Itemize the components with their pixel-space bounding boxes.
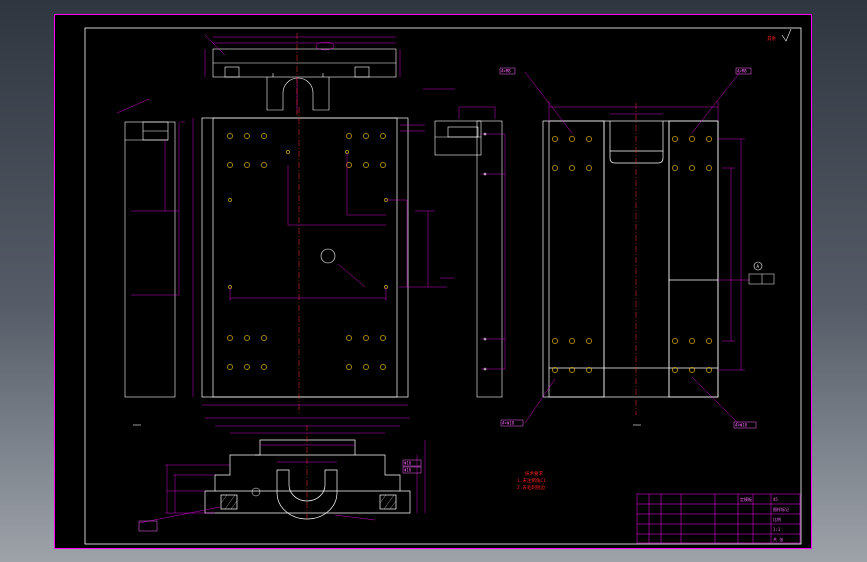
technical-note: 技术要求 1.未注倒角C1 2.去毛刺锐边	[517, 470, 546, 491]
bottom-section-view	[204, 439, 411, 520]
left-side-dims	[116, 98, 185, 296]
title-block-scale-label: 比例	[773, 516, 781, 522]
right-front-dims	[524, 71, 750, 426]
title-block-name: 定模板	[740, 496, 752, 502]
callout-2: 4×M8	[737, 69, 747, 74]
main-plan-holes	[227, 133, 388, 370]
title-block	[636, 493, 801, 544]
main-plan-dims	[192, 118, 454, 406]
bottom-section-dims	[138, 417, 426, 524]
tech-note-title: 技术要求	[525, 470, 543, 477]
callout-6: Φ16	[404, 468, 412, 473]
bottom-section-bore	[251, 487, 261, 497]
bottom-left-label	[138, 520, 158, 532]
title-block-mark: 图样标记	[773, 506, 789, 512]
corner-mark-text: 其余	[767, 35, 776, 42]
callout-4: 4×Φ10	[735, 423, 748, 428]
callout-boxes	[402, 67, 757, 474]
datum-letter: A	[757, 264, 760, 269]
callout-3: 4×Φ10	[502, 421, 515, 426]
top-plate-dims	[204, 34, 401, 113]
drawing-sheet: 其余	[54, 14, 812, 549]
main-plan-view	[201, 117, 409, 398]
tech-note-line-2: 2.去毛刺锐边	[517, 484, 545, 491]
datum-symbol: A	[748, 261, 775, 285]
inner-border	[84, 27, 802, 545]
middle-side-dims	[423, 88, 506, 370]
corner-roughness-mark: 其余	[767, 28, 792, 42]
main-plan-center-bore	[320, 248, 336, 264]
cad-drawing: 其余	[84, 27, 802, 545]
middle-side-holes	[483, 132, 487, 371]
bottom-section-hatch	[220, 494, 397, 510]
top-plate-view	[212, 48, 397, 111]
right-front-view	[542, 120, 719, 398]
middle-side-view	[434, 120, 503, 398]
title-block-sheets: 共 张	[773, 536, 783, 542]
title-block-scale: 1:1	[773, 527, 781, 532]
callout-5: Φ16	[404, 461, 412, 466]
right-front-holes	[552, 136, 712, 373]
callout-1: 4×M8	[501, 69, 511, 74]
tech-note-line-1: 1.未注倒角C1	[517, 477, 546, 484]
left-side-view	[124, 121, 176, 398]
title-block-material: 45	[773, 497, 778, 502]
